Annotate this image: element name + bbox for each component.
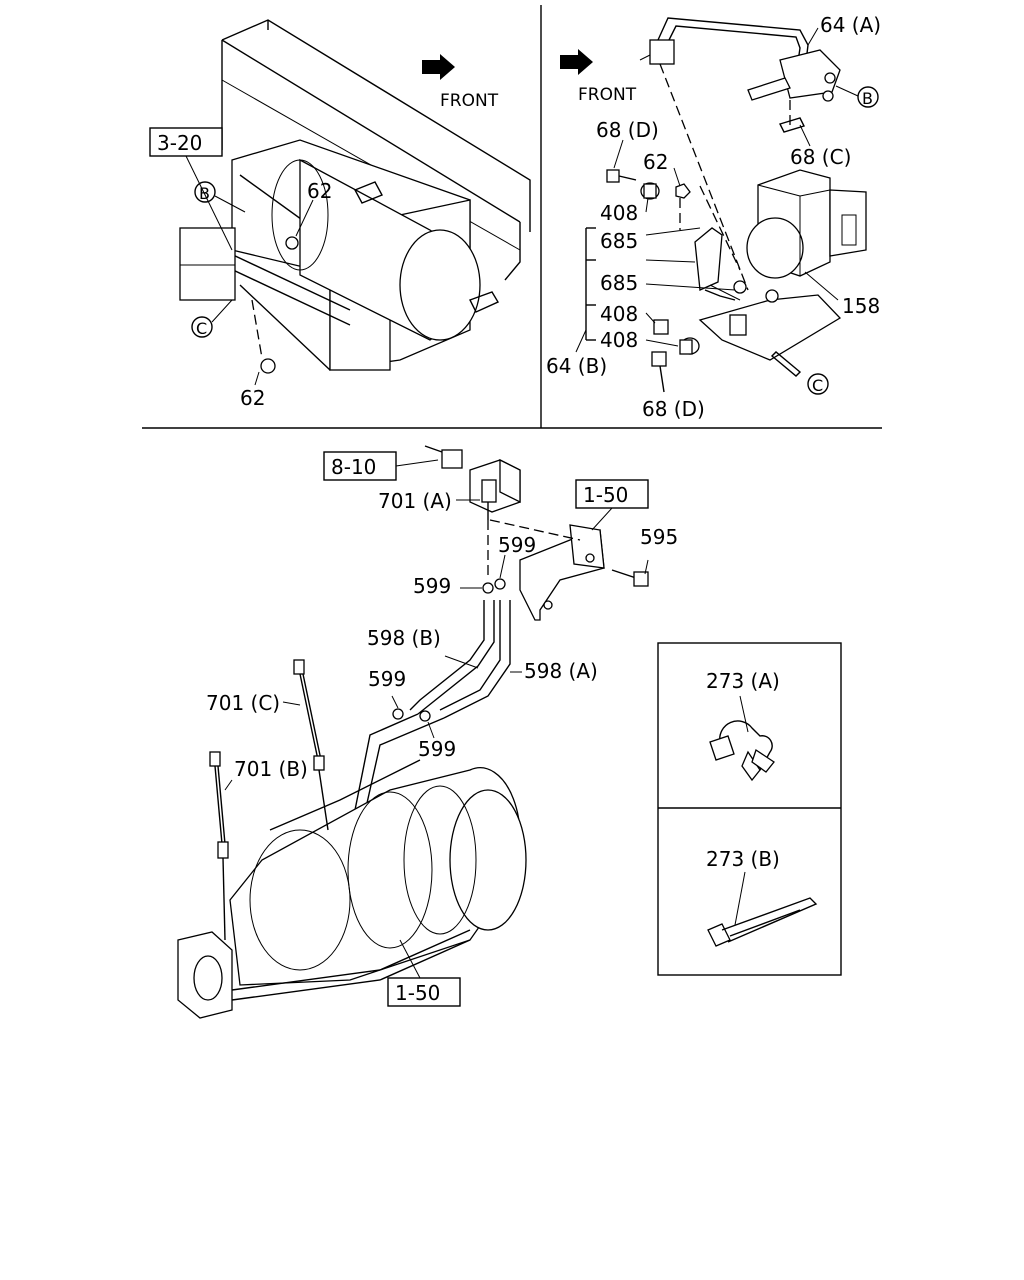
front-arrow-icon bbox=[422, 54, 455, 80]
circle-c-label-right: C bbox=[812, 376, 823, 395]
hose-598b bbox=[409, 600, 495, 715]
label-62-lower: 62 bbox=[240, 386, 265, 410]
circle-c-marker bbox=[191, 316, 213, 338]
label-408-a: 408 bbox=[600, 201, 638, 225]
clip-273a bbox=[709, 720, 775, 782]
circle-b-label-right: B bbox=[862, 89, 873, 108]
label-68d-bottom: 68 (D) bbox=[642, 397, 705, 421]
panel-valve-assembly: FRONT B bbox=[546, 13, 881, 421]
label-408-b: 408 bbox=[600, 302, 638, 326]
label-685-a: 685 bbox=[600, 229, 638, 253]
front-label: FRONT bbox=[440, 91, 499, 111]
ref-1-50-top-label: 1-50 bbox=[583, 483, 628, 507]
label-158: 158 bbox=[842, 294, 880, 318]
bracket-brace bbox=[575, 227, 596, 353]
pressure-sensor-701a bbox=[469, 458, 521, 520]
label-62-right: 62 bbox=[643, 150, 668, 174]
cable-tie-273b bbox=[707, 897, 818, 947]
label-599-d: 599 bbox=[418, 737, 456, 761]
circle-b-marker bbox=[194, 181, 216, 203]
circle-b-marker-right bbox=[857, 86, 879, 108]
label-599-b: 599 bbox=[413, 574, 451, 598]
label-701c: 701 (C) bbox=[206, 691, 280, 715]
bolt-595-icon bbox=[611, 569, 649, 587]
ref-8-10-label: 8-10 bbox=[331, 455, 376, 479]
temp-sensor-701b bbox=[209, 751, 229, 941]
ref-box-3-20[interactable] bbox=[149, 127, 223, 157]
nut-62-lower-icon bbox=[260, 358, 276, 374]
circle-c-label: C bbox=[196, 319, 207, 338]
front-arrow-icon-right bbox=[560, 49, 593, 75]
label-701a: 701 (A) bbox=[378, 489, 452, 513]
clamp-599-c-icon bbox=[392, 708, 404, 720]
bolt-68d-bottom-icon bbox=[651, 351, 667, 393]
panel-dividers bbox=[142, 5, 882, 429]
clamp-599-a-icon bbox=[482, 582, 494, 594]
panel-frame-mount: FRONT bbox=[149, 19, 531, 410]
clamp-599-b-icon bbox=[494, 578, 506, 590]
label-701b: 701 (B) bbox=[234, 757, 308, 781]
label-64a: 64 (A) bbox=[820, 13, 881, 37]
temp-sensor-701c bbox=[293, 659, 329, 831]
label-599-a: 599 bbox=[498, 533, 536, 557]
label-273b: 273 (B) bbox=[706, 847, 780, 871]
grommet-408-mid-icon bbox=[653, 319, 669, 335]
ref-box-1-50-top[interactable] bbox=[575, 479, 649, 509]
label-68c: 68 (C) bbox=[790, 145, 851, 169]
bolt-68c-lower-icon bbox=[770, 351, 802, 377]
nut-62-right-icon bbox=[675, 183, 691, 199]
front-label-right: FRONT bbox=[578, 85, 637, 105]
hose-598a bbox=[439, 600, 511, 719]
tube-64a bbox=[639, 17, 841, 133]
circle-b-label: B bbox=[199, 184, 210, 203]
label-685-b: 685 bbox=[600, 271, 638, 295]
label-273a: 273 (A) bbox=[706, 669, 780, 693]
ref-3-20-label: 3-20 bbox=[157, 131, 202, 155]
label-62-upper: 62 bbox=[307, 179, 332, 203]
label-599-c: 599 bbox=[368, 667, 406, 691]
label-595: 595 bbox=[640, 525, 678, 549]
grommet-408-top-icon bbox=[640, 182, 660, 200]
ref-box-1-50-bottom[interactable] bbox=[387, 977, 461, 1007]
label-598a: 598 (A) bbox=[524, 659, 598, 683]
sensor-bracket bbox=[519, 524, 605, 621]
clamp-599-d-icon bbox=[419, 710, 431, 722]
label-408-c: 408 bbox=[600, 328, 638, 352]
label-68d-top: 68 (D) bbox=[596, 118, 659, 142]
panel-dpf-assembly: 8-10 1-50 bbox=[177, 445, 678, 1019]
connector-icon bbox=[424, 445, 463, 469]
ref-box-8-10[interactable] bbox=[323, 451, 397, 481]
bolt-68d-top-icon bbox=[606, 169, 637, 183]
dpf-canister bbox=[177, 759, 527, 1019]
ref-1-50-bottom-label: 1-50 bbox=[395, 981, 440, 1005]
circle-c-marker-right bbox=[807, 373, 829, 395]
label-598b: 598 (B) bbox=[367, 626, 441, 650]
label-64b: 64 (B) bbox=[546, 354, 607, 378]
bracket-64b bbox=[694, 227, 842, 361]
inset-clip-details: 273 (A) 273 (B) bbox=[657, 642, 842, 976]
air-tank bbox=[271, 158, 500, 341]
nut-62-icon bbox=[285, 236, 299, 250]
grommet-408-low-icon bbox=[679, 337, 700, 355]
valve-unit-158 bbox=[746, 169, 867, 279]
